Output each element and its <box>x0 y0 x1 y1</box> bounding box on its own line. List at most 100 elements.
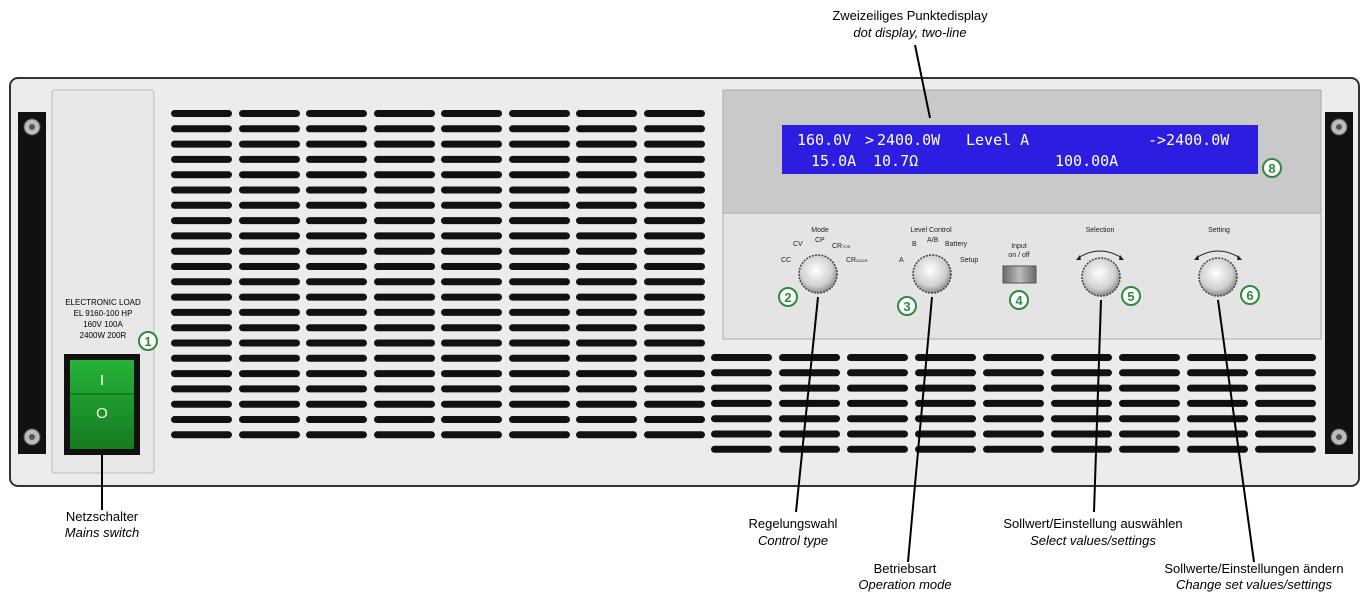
level-knob[interactable] <box>912 254 952 294</box>
model-line-1: ELECTRONIC LOAD <box>65 298 141 307</box>
vent-slot <box>171 370 232 378</box>
vent-slot <box>576 186 637 194</box>
vent-slot <box>576 171 637 179</box>
vent-slot <box>915 399 976 407</box>
vent-slot <box>576 370 637 378</box>
vent-slot <box>644 155 705 163</box>
vent-slot <box>983 369 1044 377</box>
selection-knob-group: Selection <box>1076 227 1124 297</box>
vent-slot <box>509 186 570 194</box>
vent-slot <box>711 369 772 377</box>
vent-slot <box>509 370 570 378</box>
vent-slot <box>374 385 435 393</box>
vent-slot <box>239 171 300 179</box>
vent-slot <box>171 247 232 255</box>
vent-slot <box>441 125 502 133</box>
vent-slot <box>239 263 300 270</box>
vent-slot <box>509 354 570 362</box>
vent-slot <box>374 140 435 148</box>
vent-slot <box>1255 415 1316 423</box>
vent-slot <box>171 110 232 117</box>
vent-slot <box>847 369 908 377</box>
vent-slot <box>374 416 435 423</box>
vent-slot <box>1119 399 1180 407</box>
vent-slot <box>644 431 705 439</box>
number-badge: 8 <box>1262 158 1282 178</box>
mode-knob[interactable] <box>798 254 838 294</box>
vent-slot <box>374 400 435 408</box>
vent-slot <box>576 385 637 393</box>
vent-slot <box>779 399 840 407</box>
vent-slot <box>441 354 502 362</box>
display-callout-de: Zweizeiliges Punktedisplay <box>832 8 988 23</box>
model-line-3: 160V 100A <box>83 320 123 329</box>
svg-text:6: 6 <box>1246 288 1253 303</box>
vent-slot <box>441 324 502 332</box>
vent-slot <box>441 140 502 148</box>
control-callout-en: Control type <box>758 533 828 548</box>
vent-slot <box>509 110 570 117</box>
vent-slot <box>644 400 705 408</box>
mains-callout-de: Netzschalter <box>66 509 139 524</box>
vent-slot <box>239 385 300 393</box>
vent-slot <box>1051 384 1112 392</box>
model-line-4: 2400W 200R <box>80 331 127 340</box>
vent-slot <box>171 217 232 225</box>
rack-ear-left <box>18 112 46 454</box>
vent-slot <box>441 155 502 163</box>
vent-slot <box>1051 445 1112 453</box>
vent-slot <box>1051 415 1112 423</box>
vent-slot <box>171 186 232 194</box>
vent-slot <box>306 370 367 378</box>
selection-title: Selection <box>1086 227 1115 234</box>
vent-slot <box>509 217 570 225</box>
vent-slot <box>644 171 705 179</box>
mains-switch[interactable]: I O <box>64 354 140 455</box>
vent-slot <box>239 324 300 332</box>
setting-knob[interactable] <box>1198 257 1238 297</box>
input-on-off-button[interactable] <box>1002 265 1037 284</box>
vent-slot <box>915 354 976 361</box>
vent-slot <box>1119 445 1180 453</box>
vent-slot <box>847 430 908 438</box>
vent-slot <box>171 201 232 209</box>
vent-slot <box>306 308 367 316</box>
selection-knob[interactable] <box>1081 257 1121 297</box>
vent-slot <box>576 339 637 347</box>
display-callout-en: dot display, two-line <box>853 25 966 40</box>
operation-callout-de: Betriebsart <box>874 561 937 576</box>
vent-slot <box>1119 369 1180 377</box>
rotate-arrow-icon <box>1195 250 1241 259</box>
vent-slot <box>983 354 1044 361</box>
vent-slot <box>1255 430 1316 438</box>
vent-slot <box>239 339 300 347</box>
vent-slot <box>644 324 705 332</box>
vent-slot <box>644 370 705 378</box>
vent-slot <box>711 384 772 392</box>
vent-slot <box>441 385 502 393</box>
vent-slot <box>711 415 772 423</box>
vent-slot <box>306 400 367 408</box>
vent-slot <box>171 155 232 163</box>
vent-slot <box>576 125 637 133</box>
mode-craddr: CRADDR <box>846 257 868 264</box>
vent-slot <box>509 385 570 393</box>
vent-slot <box>983 445 1044 453</box>
vent-slot <box>239 217 300 225</box>
vent-slot <box>374 278 435 286</box>
vent-slot <box>306 110 367 117</box>
vent-slot <box>171 293 232 301</box>
setting-title: Setting <box>1208 227 1230 234</box>
vent-slot <box>374 370 435 378</box>
vent-slot <box>711 430 772 438</box>
vent-slot <box>239 370 300 378</box>
vent-slot <box>171 278 232 286</box>
vent-slot <box>171 339 232 347</box>
vent-slot <box>171 232 232 240</box>
level-knob-group: Level Control B A/B Battery A Setup <box>899 227 978 294</box>
vent-slot <box>171 431 232 439</box>
vent-slot <box>374 324 435 332</box>
vent-slot <box>711 354 772 361</box>
mode-knob-group: Mode CV CP CC CRTOR CRADDR <box>781 227 868 294</box>
vent-slot <box>576 354 637 362</box>
